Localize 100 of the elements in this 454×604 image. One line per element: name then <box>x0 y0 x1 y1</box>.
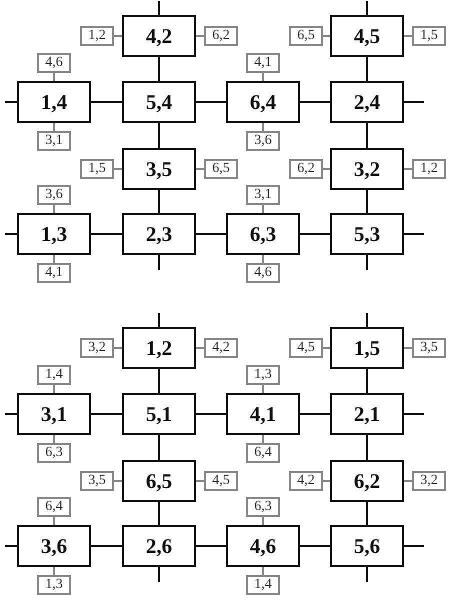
tag-box: 6,5 <box>289 26 323 46</box>
tag-box: 1,5 <box>80 159 114 179</box>
tag-box: 3,2 <box>80 338 114 358</box>
pair-box: 6,5 <box>122 460 196 502</box>
connector-line <box>53 205 55 213</box>
connector-line <box>366 255 368 270</box>
tag-box: 6,3 <box>37 443 71 463</box>
connector-line <box>114 35 122 37</box>
tag-box: 4,5 <box>204 471 238 491</box>
pair-box: 2,1 <box>330 393 404 435</box>
pair-box: 6,3 <box>226 213 300 255</box>
connector-line <box>5 101 17 103</box>
connector-line <box>53 517 55 525</box>
tag-box: 6,5 <box>204 159 238 179</box>
tag-box: 6,2 <box>289 159 323 179</box>
connector-line <box>404 233 424 235</box>
connector-line <box>262 517 264 525</box>
pair-box: 4,1 <box>226 393 300 435</box>
pair-box: 1,2 <box>122 327 196 369</box>
connector-line <box>158 1 160 15</box>
connector-line <box>158 502 160 525</box>
connector-line <box>114 168 122 170</box>
tag-box: 1,3 <box>246 365 280 385</box>
connector-line <box>323 168 330 170</box>
connector-line <box>196 101 226 103</box>
connector-line <box>5 545 17 547</box>
connector-line <box>158 123 160 148</box>
connector-line <box>5 413 17 415</box>
connector-line <box>404 413 424 415</box>
tag-box: 4,1 <box>246 53 280 73</box>
tag-box: 1,2 <box>80 26 114 46</box>
connector-line <box>91 233 122 235</box>
tag-box: 1,5 <box>412 26 446 46</box>
connector-line <box>158 567 160 582</box>
pair-box: 1,5 <box>330 327 404 369</box>
tag-box: 1,4 <box>37 365 71 385</box>
connector-line <box>366 567 368 582</box>
connector-line <box>262 385 264 393</box>
connector-line <box>91 545 122 547</box>
connector-line <box>196 480 204 482</box>
pair-box: 1,3 <box>17 213 91 255</box>
tag-box: 4,2 <box>204 338 238 358</box>
connector-line <box>158 435 160 460</box>
connector-line <box>91 101 122 103</box>
connector-line <box>196 35 204 37</box>
pair-box: 6,4 <box>226 81 300 123</box>
tag-box: 6,2 <box>204 26 238 46</box>
pair-box: 5,1 <box>122 393 196 435</box>
connector-line <box>404 347 412 349</box>
connector-line <box>262 205 264 213</box>
connector-line <box>196 545 226 547</box>
connector-line <box>262 567 264 575</box>
pair-box: 3,1 <box>17 393 91 435</box>
connector-line <box>366 57 368 81</box>
connector-line <box>53 255 55 263</box>
connector-line <box>300 233 330 235</box>
connector-line <box>404 35 412 37</box>
connector-line <box>366 190 368 213</box>
tag-box: 6,3 <box>246 497 280 517</box>
pair-box: 2,6 <box>122 525 196 567</box>
tag-box: 4,6 <box>37 53 71 73</box>
connector-line <box>262 123 264 131</box>
tag-box: 3,6 <box>37 185 71 205</box>
tag-box: 3,1 <box>246 185 280 205</box>
connector-line <box>53 73 55 81</box>
pair-box: 3,6 <box>17 525 91 567</box>
connector-line <box>53 435 55 443</box>
tag-box: 3,2 <box>412 471 446 491</box>
tag-box: 6,4 <box>246 443 280 463</box>
pair-box: 3,5 <box>122 148 196 190</box>
tag-box: 1,2 <box>412 159 446 179</box>
connector-line <box>300 413 330 415</box>
connector-line <box>366 369 368 393</box>
connector-line <box>366 123 368 148</box>
tag-box: 3,6 <box>246 131 280 151</box>
connector-line <box>114 347 122 349</box>
connector-line <box>158 57 160 81</box>
connector-line <box>404 545 424 547</box>
connector-line <box>196 413 226 415</box>
connector-line <box>91 413 122 415</box>
connector-line <box>196 347 204 349</box>
connector-line <box>158 369 160 393</box>
connector-line <box>366 435 368 460</box>
connector-line <box>404 168 412 170</box>
connector-line <box>323 35 330 37</box>
pair-box: 3,2 <box>330 148 404 190</box>
connector-line <box>196 233 226 235</box>
connector-line <box>196 168 204 170</box>
connector-line <box>114 480 122 482</box>
connector-line <box>5 233 17 235</box>
pair-box: 6,2 <box>330 460 404 502</box>
tag-box: 4,6 <box>246 263 280 283</box>
connector-line <box>262 435 264 443</box>
connector-line <box>404 101 424 103</box>
connector-line <box>53 567 55 575</box>
connector-line <box>323 347 330 349</box>
connector-line <box>366 1 368 15</box>
connector-line <box>53 385 55 393</box>
connector-line <box>53 123 55 131</box>
connector-line <box>262 73 264 81</box>
